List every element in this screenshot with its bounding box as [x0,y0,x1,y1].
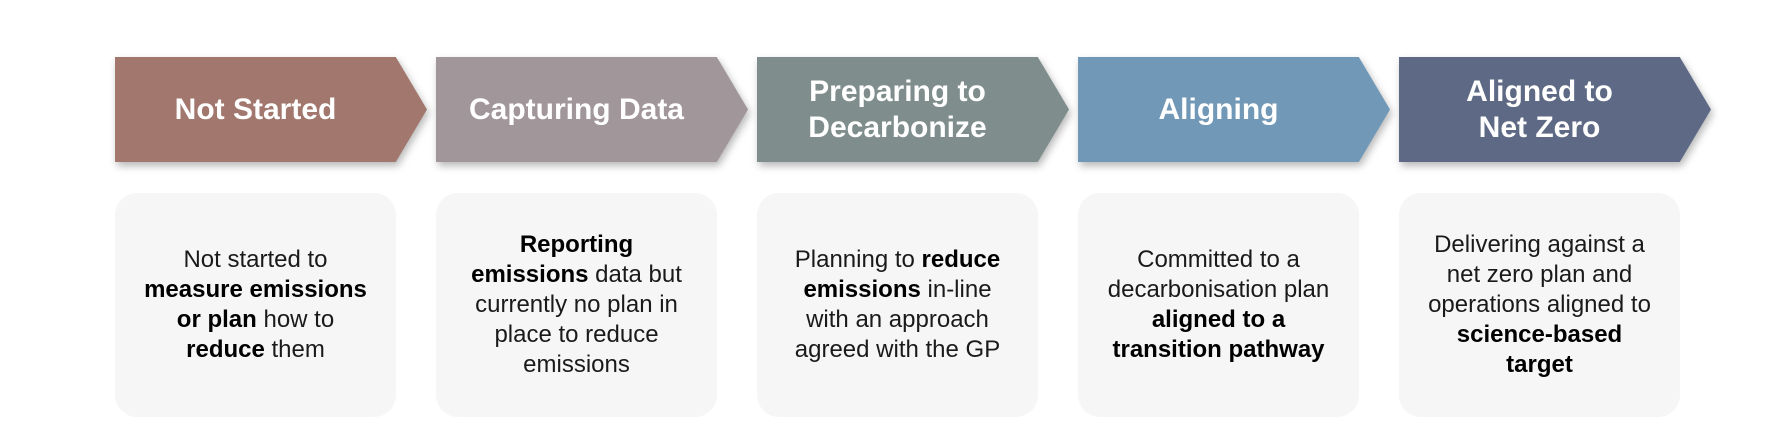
stage-label: Aligning [1158,92,1279,126]
stage-description: Reporting emissions data but currently n… [471,231,682,378]
arrow-shape [1078,57,1390,162]
stage-card-not-started: Not started to measure emissions or plan… [115,193,396,417]
stage-label: Aligned to Net Zero [1466,74,1613,144]
stage-label: Preparing to Decarbonize [808,74,987,144]
stage-description: Delivering against a net zero plan and o… [1428,231,1651,378]
arrow-shape [115,57,427,162]
arrow-shape [436,57,748,162]
stage-arrow-not-started: Not Started [115,57,427,162]
stage-label: Capturing Data [468,92,684,126]
stage-card-aligned-to-net-zero: Delivering against a net zero plan and o… [1399,193,1680,417]
stage-description: Committed to a decarbonisation plan alig… [1107,246,1330,363]
stage-card-aligning: Committed to a decarbonisation plan alig… [1078,193,1359,417]
stage-label: Not Started [174,92,337,126]
stage-arrow-aligned-to-net-zero: Aligned to Net Zero [1399,57,1711,162]
stage-arrow-aligning: Aligning [1078,57,1390,162]
stage-arrow-capturing-data: Capturing Data [436,57,748,162]
stage-card-capturing-data: Reporting emissions data but currently n… [436,193,717,417]
stage-card-preparing-to-decarbonize: Planning to reduce emissions in-line wit… [757,193,1038,417]
stage-description: Planning to reduce emissions in-line wit… [794,246,1001,363]
arrow-shape [1399,57,1711,162]
stage-description: Not started to measure emissions or plan… [144,246,367,363]
stage-arrow-preparing-to-decarbonize: Preparing to Decarbonize [757,57,1069,162]
arrow-shape [757,57,1069,162]
